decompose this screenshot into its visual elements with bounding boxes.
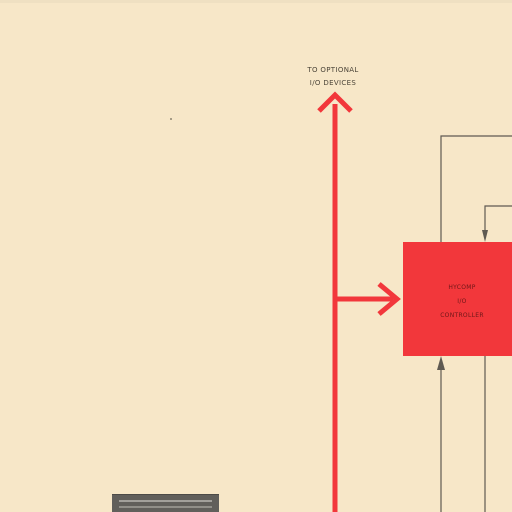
optional-io-label: TO OPTIONAL I/O DEVICES [283,64,383,90]
controller-label-line-1: HYCOMP [430,281,494,295]
inner-feedback-arrowhead [482,230,488,242]
controller-label-line-3: CONTROLLER [430,309,494,323]
optional-io-label-line-2: I/O DEVICES [283,77,383,90]
hycomp-controller-label: HYCOMP I/O CONTROLLER [430,281,494,323]
left-input-arrowhead [437,356,445,370]
controller-label-line-2: I/O [430,295,494,309]
top-bracket-line [441,136,512,242]
paper-speck [170,118,172,120]
inner-feedback-line [485,206,512,233]
computer-device-image [112,494,219,512]
optional-io-label-line-1: TO OPTIONAL [283,64,383,77]
